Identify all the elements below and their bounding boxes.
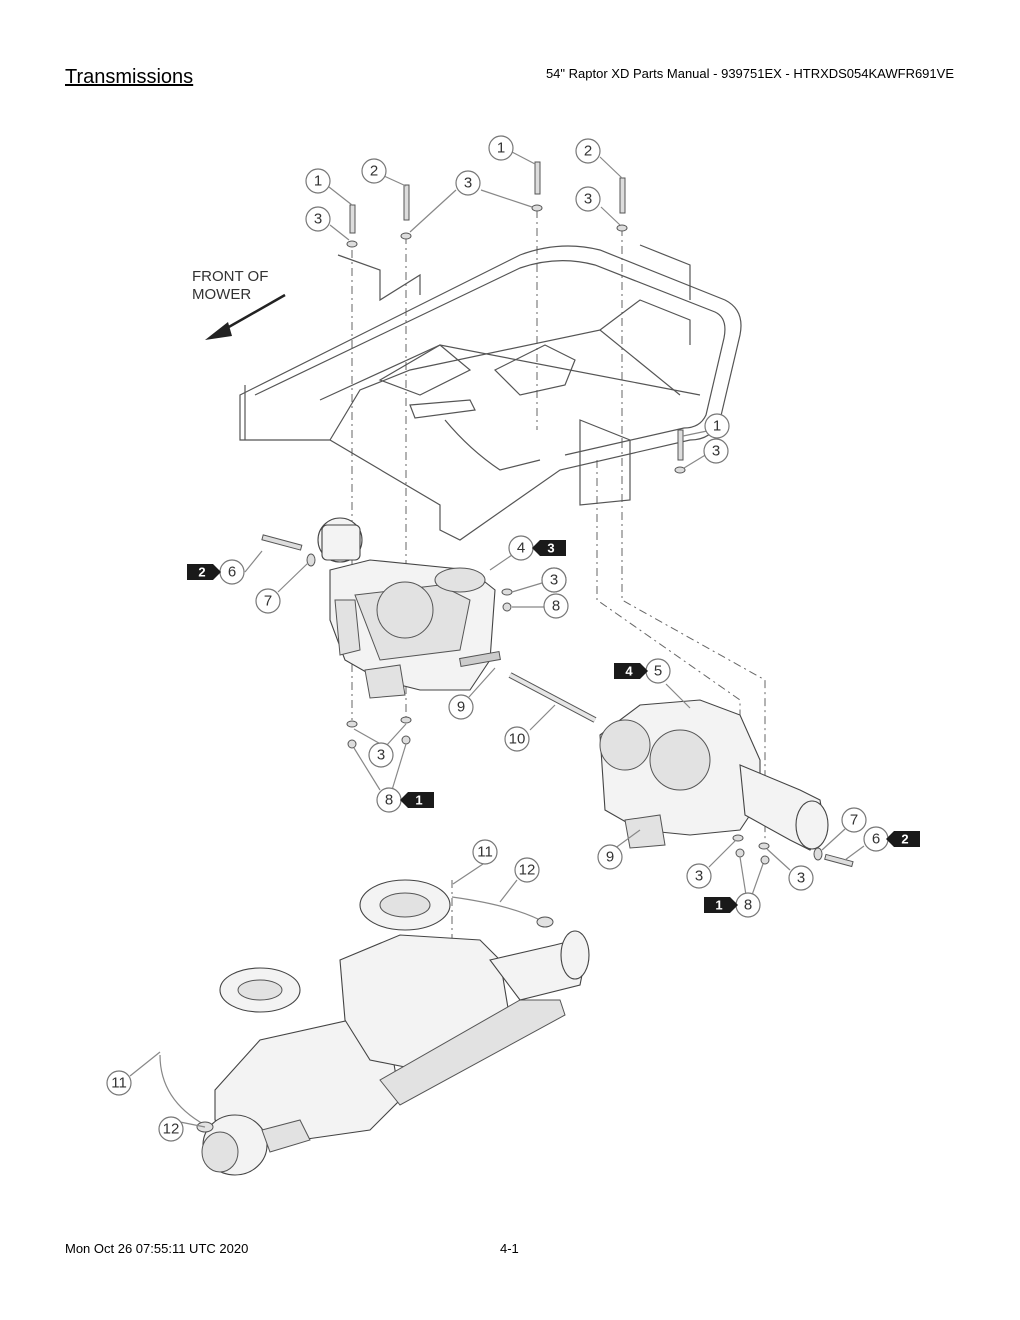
callout: 3 [541, 567, 567, 593]
leader-lines [129, 151, 865, 1128]
page-number: 4-1 [500, 1241, 519, 1256]
svg-text:11: 11 [477, 844, 493, 861]
callout: 5 [645, 658, 671, 684]
callouts: 1 2 3 3 1 2 3 3 1 3 4 3 8 6 7 9 10 3 8 5… [106, 135, 889, 1142]
svg-text:2: 2 [901, 832, 908, 847]
callout: 9 [448, 694, 474, 720]
callout: 10 [504, 726, 530, 752]
callout: 3 [703, 438, 729, 464]
callout: 12 [158, 1116, 184, 1142]
callout: 9 [597, 844, 623, 870]
callout: 3 [305, 206, 331, 232]
callout: 3 [455, 170, 481, 196]
svg-text:1: 1 [497, 140, 505, 157]
callout: 1 [704, 413, 730, 439]
callout: 8 [543, 593, 569, 619]
svg-text:12: 12 [519, 862, 536, 879]
svg-text:9: 9 [457, 699, 465, 716]
reference-tag: 4 [614, 663, 648, 679]
front-label-line2: MOWER [192, 286, 251, 303]
page-title: Transmissions [65, 66, 194, 88]
svg-text:3: 3 [547, 541, 554, 556]
svg-text:2: 2 [584, 143, 592, 160]
svg-text:3: 3 [712, 443, 720, 460]
svg-text:3: 3 [464, 175, 472, 192]
svg-text:6: 6 [228, 564, 236, 581]
reference-tag: 2 [187, 564, 221, 580]
left-transmission [317, 517, 501, 699]
right-hardware [732, 834, 854, 868]
front-arrow-icon [205, 293, 286, 340]
reference-tag: 3 [532, 540, 566, 556]
callout: 3 [575, 186, 601, 212]
mower-frame [239, 244, 742, 541]
svg-text:10: 10 [509, 731, 526, 748]
callout: 3 [788, 865, 814, 891]
svg-text:8: 8 [744, 897, 752, 914]
svg-text:4: 4 [625, 664, 633, 679]
right-transmission [599, 699, 829, 851]
footer-date: Mon Oct 26 07:55:11 UTC 2020 [65, 1241, 249, 1256]
svg-text:8: 8 [385, 792, 393, 809]
callout: 3 [368, 742, 394, 768]
callout: 11 [106, 1070, 132, 1096]
svg-text:1: 1 [715, 898, 722, 913]
svg-text:3: 3 [584, 191, 592, 208]
callout: 8 [376, 787, 402, 813]
callout: 3 [686, 863, 712, 889]
callout: 12 [514, 857, 540, 883]
svg-text:12: 12 [163, 1121, 180, 1138]
assembled-transmissions [159, 879, 590, 1176]
svg-text:3: 3 [797, 870, 805, 887]
frame-hardware [346, 161, 686, 474]
svg-text:3: 3 [377, 747, 385, 764]
callout: 8 [735, 892, 761, 918]
reference-tags: 3 2 1 4 2 1 [187, 540, 920, 913]
front-label-line1: FRONT OF [192, 268, 268, 285]
callout: 2 [361, 158, 387, 184]
callout: 1 [305, 168, 331, 194]
callout: 6 [219, 559, 245, 585]
svg-text:1: 1 [713, 418, 721, 435]
callout: 4 [508, 535, 534, 561]
svg-text:3: 3 [550, 572, 558, 589]
svg-text:6: 6 [872, 831, 880, 848]
left-hardware [261, 534, 597, 749]
svg-text:8: 8 [552, 598, 560, 615]
svg-text:3: 3 [695, 868, 703, 885]
svg-text:7: 7 [850, 812, 858, 829]
reference-tag: 1 [400, 792, 434, 808]
svg-text:2: 2 [370, 163, 378, 180]
svg-text:1: 1 [415, 793, 422, 808]
svg-text:5: 5 [654, 663, 662, 680]
svg-text:1: 1 [314, 173, 322, 190]
svg-text:3: 3 [314, 211, 322, 228]
callout: 1 [488, 135, 514, 161]
callout: 7 [841, 807, 867, 833]
callout: 7 [255, 588, 281, 614]
document-id: 54" Raptor XD Parts Manual - 939751EX - … [545, 66, 954, 81]
reference-tag: 2 [886, 831, 920, 847]
svg-text:4: 4 [517, 540, 525, 557]
callout: 2 [575, 138, 601, 164]
svg-text:7: 7 [264, 593, 272, 610]
svg-text:2: 2 [198, 565, 205, 580]
callout: 11 [472, 839, 498, 865]
svg-text:11: 11 [111, 1075, 127, 1092]
reference-tag: 1 [704, 897, 738, 913]
svg-text:9: 9 [606, 849, 614, 866]
callout: 6 [863, 826, 889, 852]
